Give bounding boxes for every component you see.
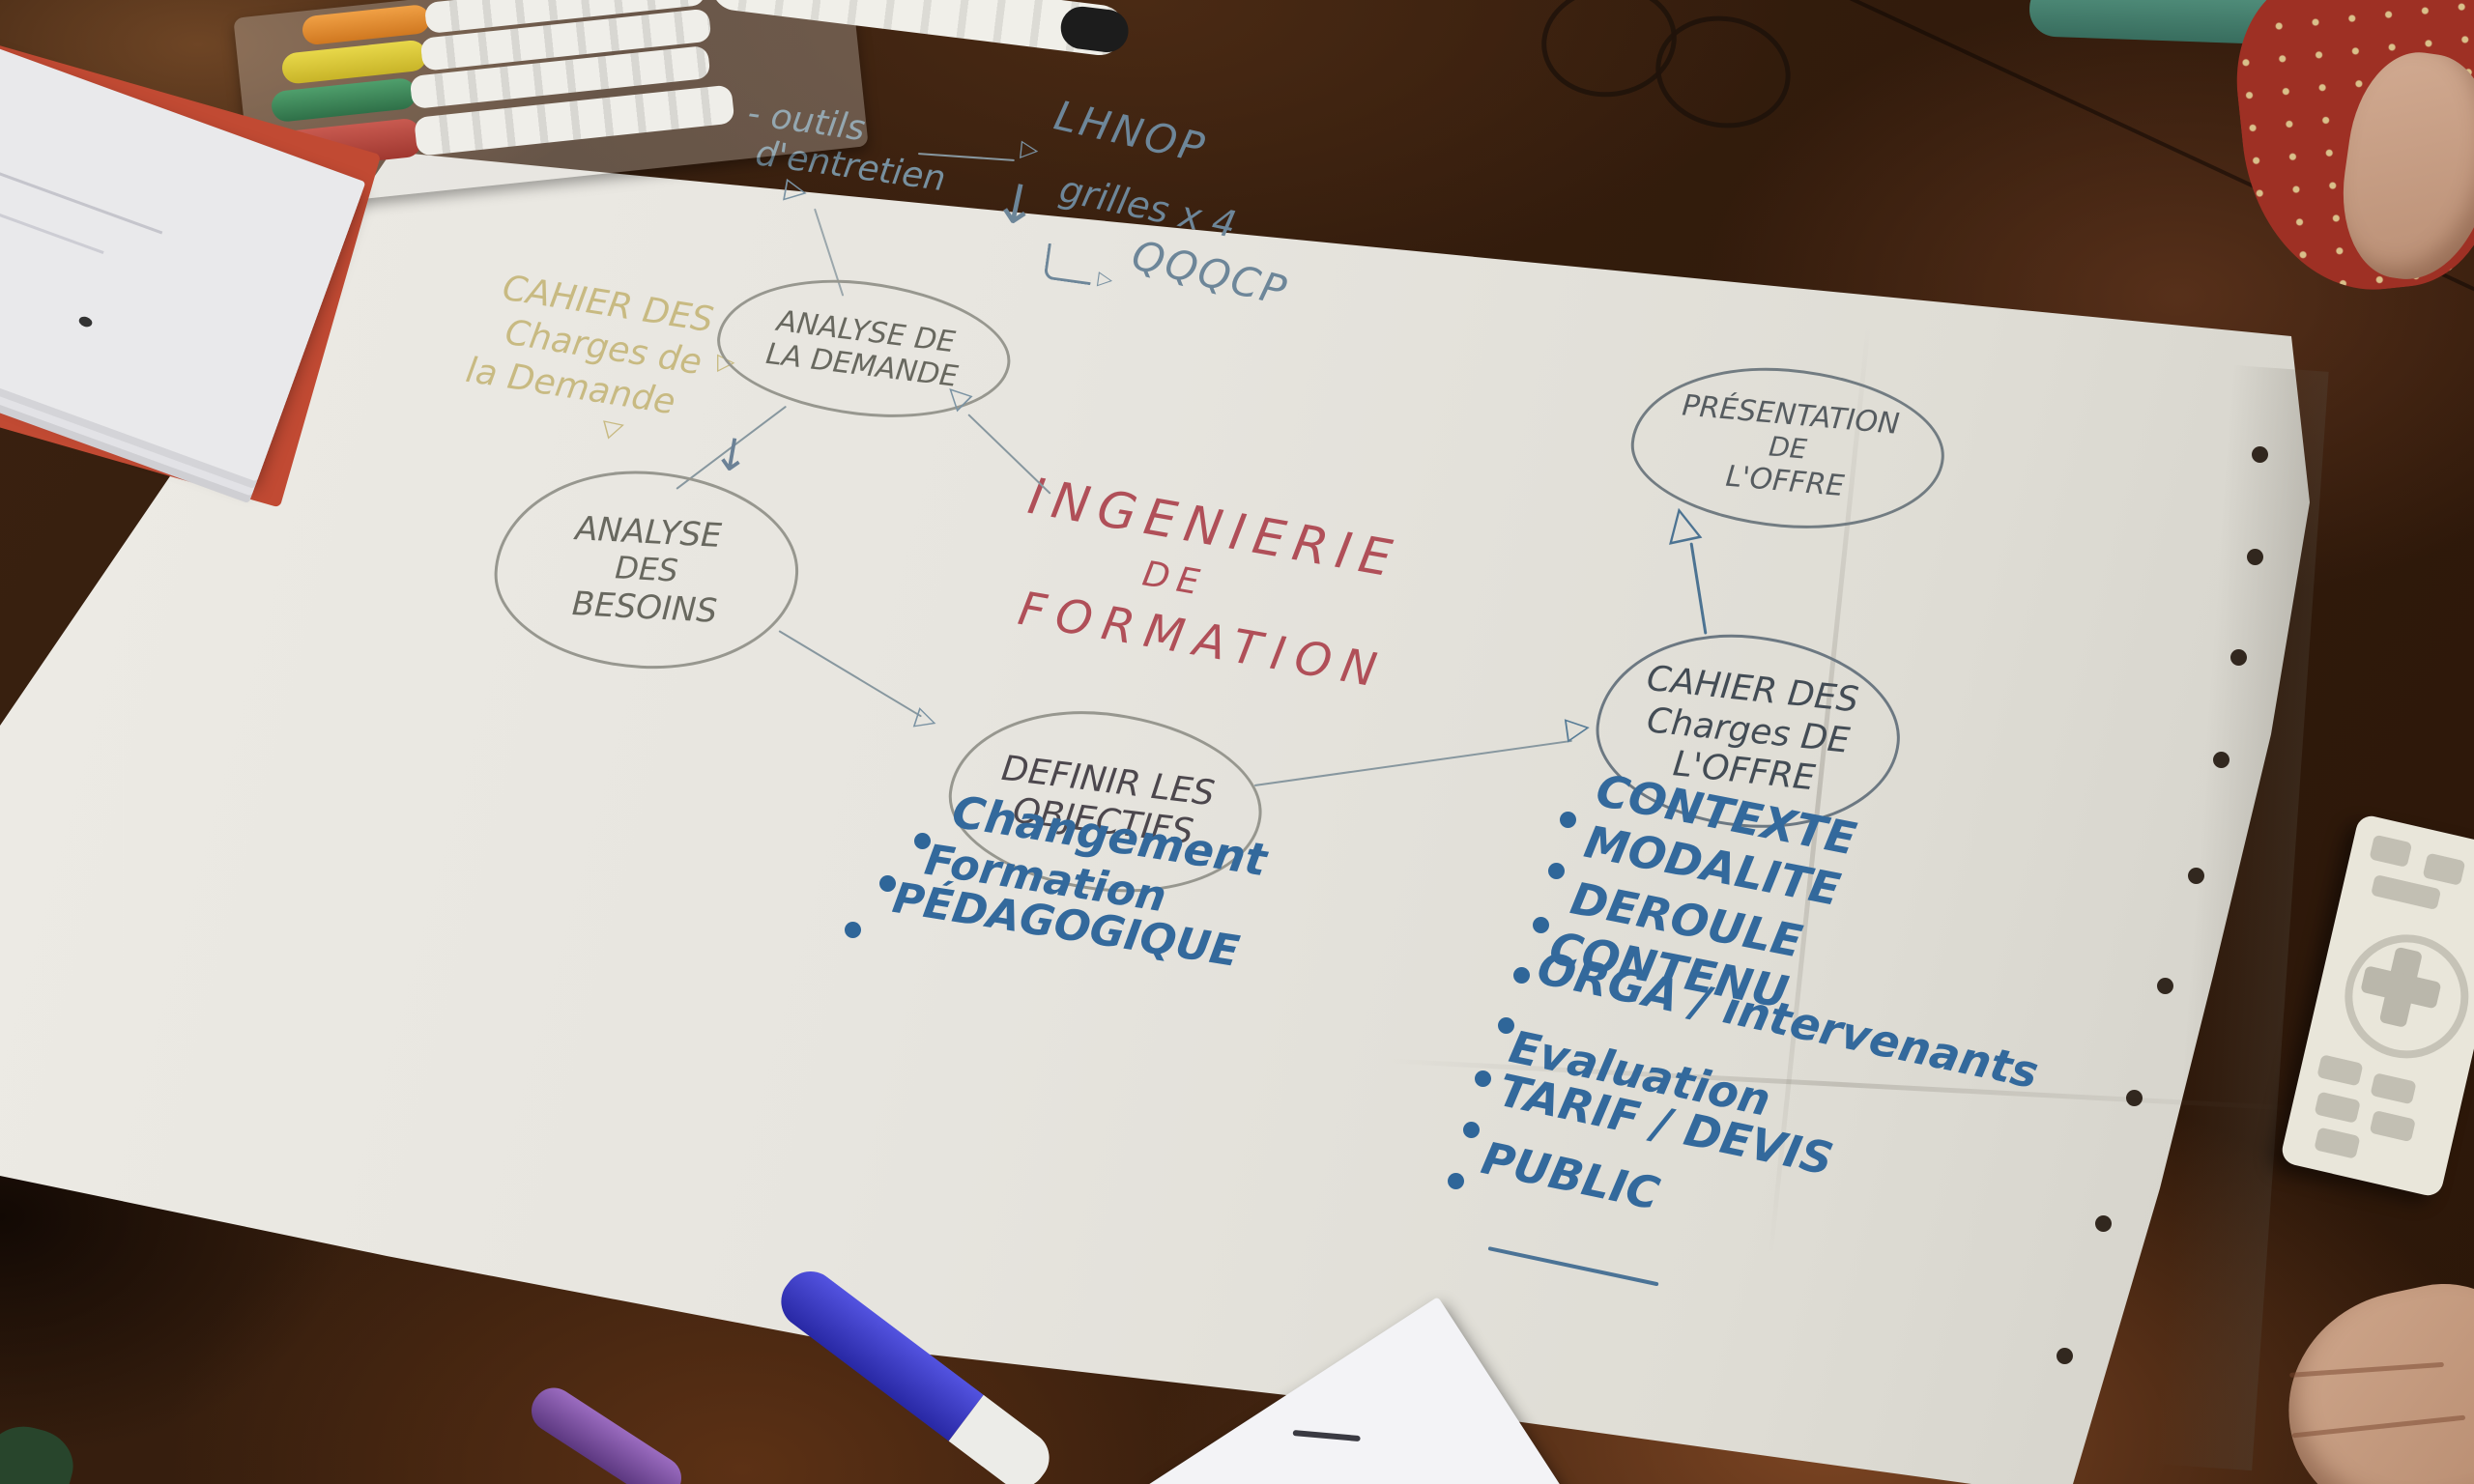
bullet-dot xyxy=(1463,1122,1480,1138)
bullet-dot xyxy=(1560,812,1576,828)
bullet-dot xyxy=(879,875,896,892)
remote-button xyxy=(2369,834,2413,868)
paper-hole xyxy=(2095,1215,2112,1232)
arrow-down-icon: ↓ xyxy=(708,426,755,484)
remote-button xyxy=(2370,1072,2417,1105)
remote-button xyxy=(2371,873,2442,911)
node-label-line: BESOINS xyxy=(570,584,719,631)
node-label-line: ANALYSE xyxy=(574,509,723,556)
bullet-dot xyxy=(845,922,861,938)
node-label-line: L'OFFRE xyxy=(1724,459,1846,503)
paper-hole xyxy=(2230,649,2247,666)
remote-button xyxy=(2422,852,2466,886)
pen-dash-mark xyxy=(1292,1430,1361,1442)
marker-yellow xyxy=(280,39,428,85)
marker-green xyxy=(270,76,418,124)
remote-dpad xyxy=(2332,922,2474,1071)
remote-button xyxy=(2314,1091,2361,1124)
paper-mark xyxy=(77,314,94,329)
node-label-line: DE xyxy=(1767,430,1808,467)
remote-button xyxy=(2369,1109,2416,1143)
finger-crease xyxy=(2289,1361,2444,1378)
paper-hole xyxy=(2247,549,2263,565)
paper-hole xyxy=(2126,1090,2143,1106)
bullet-dot xyxy=(1513,967,1530,984)
remote-button xyxy=(2316,1054,2364,1087)
bullet-dot xyxy=(1533,917,1549,933)
finger-crease xyxy=(2291,1414,2466,1439)
paper-hole xyxy=(2188,868,2204,884)
arrowhead-icon: ▷ xyxy=(1096,266,1114,291)
bullet-dot xyxy=(1475,1070,1491,1087)
bullet-dot xyxy=(1448,1173,1464,1189)
paper-hole xyxy=(2252,446,2268,463)
bullet-dot xyxy=(1498,1017,1514,1034)
arrowhead-icon: ▷ xyxy=(1019,134,1040,163)
remote-button xyxy=(2314,1127,2361,1159)
paper-line xyxy=(0,191,104,254)
node-label-line: DES xyxy=(614,549,679,589)
bullet-dot xyxy=(1548,863,1565,879)
paper-hole xyxy=(2157,978,2173,994)
paper-hole xyxy=(2213,752,2229,768)
paper-hole xyxy=(2057,1348,2073,1364)
arrowhead-icon: ▷ xyxy=(1563,706,1593,747)
bullet-dot xyxy=(914,833,931,849)
arrowhead-icon-yellow: ▷ xyxy=(717,348,735,375)
elbow-arrow xyxy=(1043,243,1096,286)
